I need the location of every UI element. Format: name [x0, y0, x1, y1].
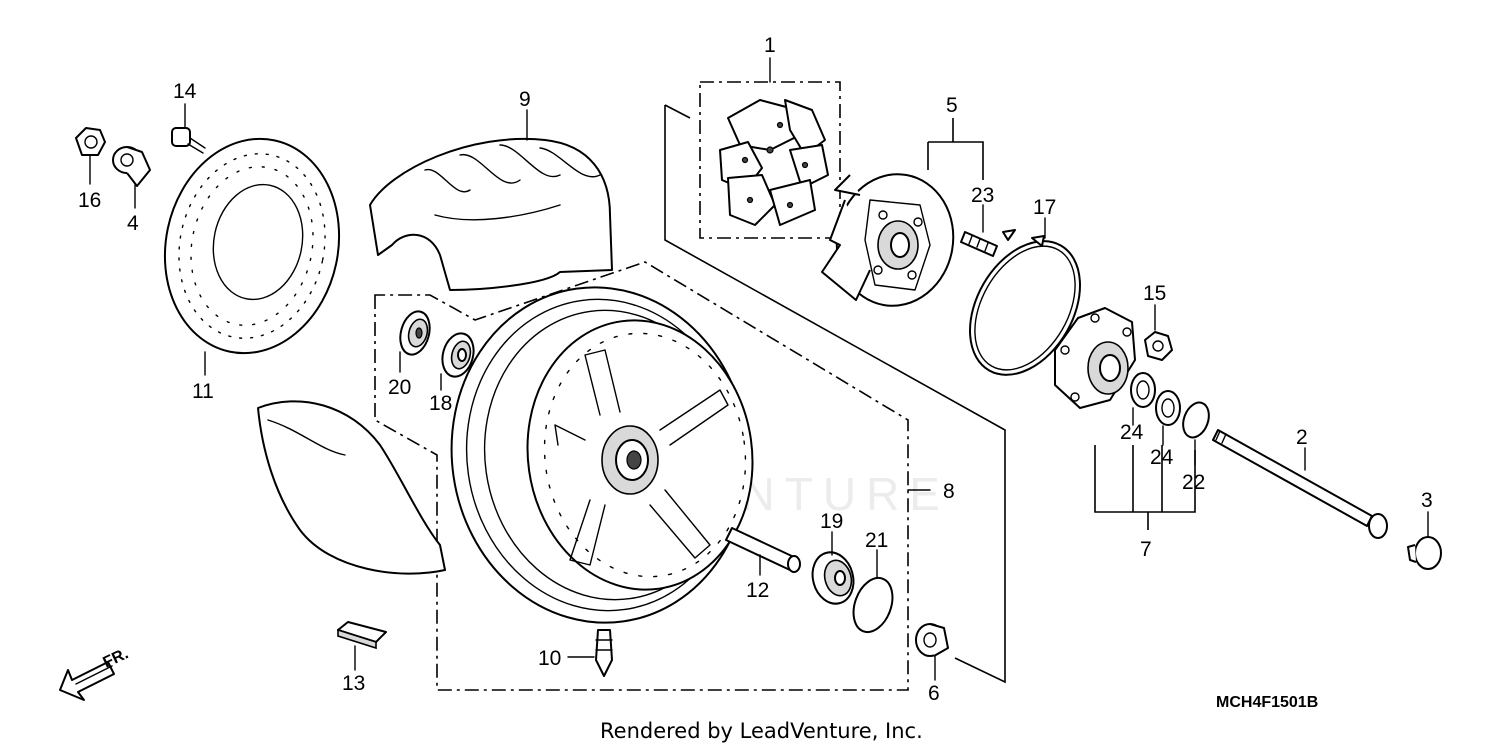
final-driven-flange — [1054, 307, 1136, 409]
stud-bolt — [960, 231, 998, 257]
callout-10: 10 — [538, 647, 561, 670]
callout-13: 13 — [342, 672, 365, 695]
collar-4 — [112, 146, 151, 187]
callout-7: 7 — [1140, 538, 1152, 561]
axle-cap — [1407, 536, 1442, 570]
balance-weight — [337, 621, 387, 650]
damper-rubbers — [719, 99, 829, 226]
callout-8: 8 — [943, 480, 955, 503]
o-ring-21 — [852, 576, 894, 634]
callout-3: 3 — [1421, 489, 1433, 512]
rear-axle — [1212, 429, 1388, 539]
seal-24b — [1155, 390, 1181, 426]
callouts: 1 2 3 4 5 6 7 8 9 10 11 12 13 14 15 16 1… — [78, 34, 1433, 705]
bracket-hub-line — [664, 105, 1006, 684]
distance-collar-12 — [725, 527, 801, 573]
bracket-dampers — [699, 81, 841, 239]
callout-23: 23 — [971, 184, 994, 207]
bearing-20 — [399, 310, 431, 356]
callout-9: 9 — [519, 88, 531, 111]
bracket-7 — [1094, 445, 1196, 530]
callout-15: 15 — [1143, 282, 1166, 305]
direction-label: FR. — [101, 645, 132, 671]
callout-16: 16 — [78, 189, 101, 212]
callout-4: 4 — [127, 212, 139, 235]
callout-6: 6 — [928, 682, 940, 705]
callout-21: 21 — [865, 529, 888, 552]
bearing-18 — [441, 332, 475, 378]
driven-flange — [821, 173, 955, 307]
bracket-5 — [927, 118, 984, 180]
callout-2: 2 — [1296, 426, 1308, 449]
callout-22: 22 — [1182, 471, 1205, 494]
callout-11: 11 — [192, 380, 214, 403]
front-direction-arrow — [59, 661, 115, 701]
tire — [369, 137, 613, 291]
callout-20: 20 — [388, 376, 411, 399]
axle-nut-16 — [75, 127, 106, 156]
bracket-wheel-assembly — [374, 261, 909, 691]
brake-disc — [163, 137, 341, 355]
callout-24b: 24 — [1150, 446, 1174, 469]
tire-valve — [595, 629, 613, 677]
flange-nut — [1144, 331, 1173, 361]
callout-1: 1 — [764, 34, 776, 57]
callout-18: 18 — [429, 392, 452, 415]
snap-ring — [969, 229, 1081, 376]
collar-6 — [915, 623, 949, 657]
diagram-code: MCH4F1501B — [1216, 694, 1318, 711]
o-ring-22 — [1182, 401, 1210, 439]
bearing-19 — [811, 551, 855, 605]
seal-24a — [1130, 372, 1156, 408]
callout-24a: 24 — [1120, 421, 1144, 444]
callout-17: 17 — [1033, 196, 1056, 219]
disc-bolt — [171, 127, 206, 154]
callout-5: 5 — [946, 94, 958, 117]
callout-19: 19 — [820, 510, 843, 533]
callout-14: 14 — [173, 80, 197, 103]
tire-section — [257, 400, 446, 575]
callout-12: 12 — [746, 579, 769, 602]
render-credit: Rendered by LeadVenture, Inc. — [600, 719, 923, 743]
wheel-rim — [450, 286, 754, 624]
